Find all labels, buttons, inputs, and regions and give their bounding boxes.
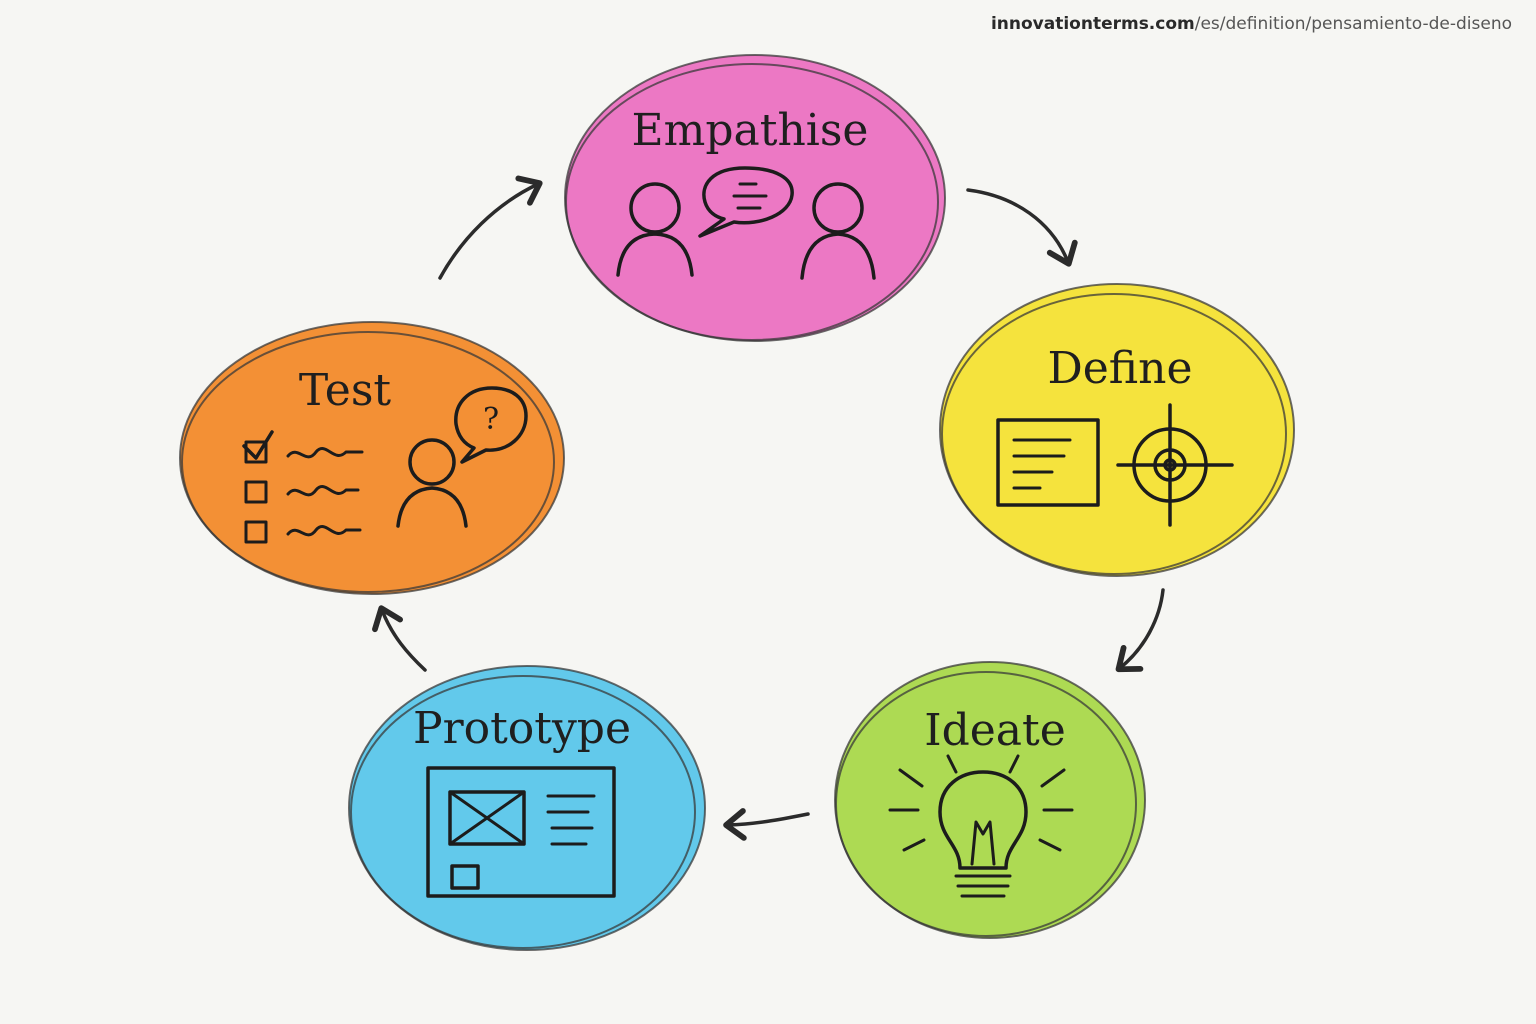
empathise-blob xyxy=(565,55,945,341)
arrow-empathise-to-define xyxy=(966,188,1078,267)
stage-prototype: Prototype xyxy=(348,665,706,951)
prototype-outline xyxy=(348,665,706,951)
arrow-prototype-to-test xyxy=(372,605,427,672)
stage-ideate: Ideate xyxy=(834,661,1146,939)
two-people-talking-icon xyxy=(616,166,876,280)
empathise-outline xyxy=(564,54,946,342)
arrow-ideate-to-prototype xyxy=(723,808,810,841)
source-domain: innovationterms.com xyxy=(990,14,1195,34)
prototype-blob xyxy=(349,666,705,950)
stage-empathise: Empathise xyxy=(564,54,946,342)
test-label: Test xyxy=(299,365,392,416)
ideate-label: Ideate xyxy=(924,705,1066,756)
lightbulb-icon xyxy=(888,754,1074,898)
question-mark: ? xyxy=(483,402,499,437)
stage-define: Define xyxy=(939,283,1295,577)
arrow-test-to-empathise xyxy=(438,175,543,280)
arrow-define-to-ideate xyxy=(1115,588,1165,673)
checklist-and-person-question-icon: ? xyxy=(242,386,528,544)
prototype-label: Prototype xyxy=(413,703,631,754)
source-path: /es/definition/pensamiento-de-diseno xyxy=(1194,14,1512,34)
empathise-label: Empathise xyxy=(632,105,869,156)
stage-test: Test ? xyxy=(179,321,565,595)
test-outline xyxy=(179,321,565,595)
source-url: innovationterms.com/es/definition/pensam… xyxy=(991,14,1512,34)
ideate-outline xyxy=(834,661,1146,939)
ideate-blob xyxy=(835,662,1145,938)
define-blob xyxy=(940,284,1294,576)
define-label: Define xyxy=(1047,343,1192,394)
test-blob xyxy=(180,322,564,594)
document-and-target-icon xyxy=(996,403,1234,527)
wireframe-icon xyxy=(426,766,616,898)
define-outline xyxy=(939,283,1295,577)
